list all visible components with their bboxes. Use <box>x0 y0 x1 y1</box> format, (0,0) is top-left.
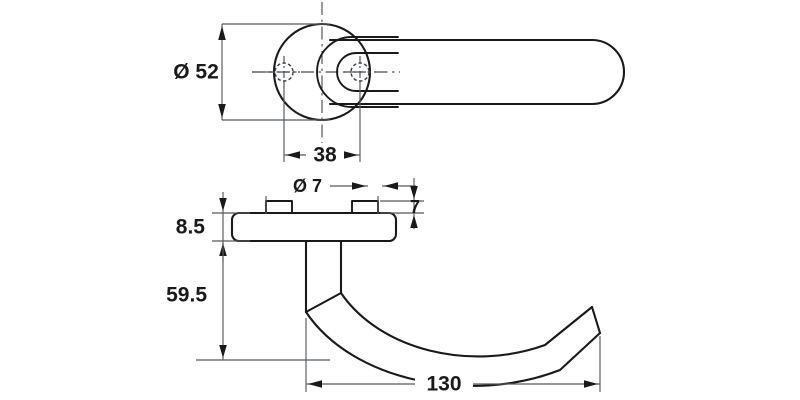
lever-end-cap <box>590 305 602 335</box>
lever-bar-outline <box>328 38 626 106</box>
dim-130-label-mask <box>415 371 473 397</box>
dim-d7-arrow-right <box>384 182 398 190</box>
dim-52-arrow-top <box>218 26 226 40</box>
rose-neck-collar-inner <box>336 52 399 92</box>
dim-595-arrow-bottom <box>219 345 227 358</box>
dim-7-arrow-top <box>410 186 418 199</box>
dim-d7-label: Ø 7 <box>293 176 322 196</box>
dim-595-label: 59.5 <box>166 284 207 307</box>
rose-neck-collar-outer <box>316 36 399 108</box>
lever-neck-chamfer <box>304 291 343 314</box>
rose-plate-side <box>230 211 398 243</box>
dim-85-label: 8.5 <box>176 216 206 239</box>
dim-52-label: Ø 52 <box>173 61 219 84</box>
dim-7-arrow-bottom <box>410 215 418 228</box>
dim-130-arrow-left <box>308 380 322 388</box>
lever-curve-upper <box>339 291 594 358</box>
dim-38-arrow-left <box>286 151 300 159</box>
dim-130-arrow-right <box>584 380 598 388</box>
dim-38-label: 38 <box>313 144 337 167</box>
dim-130-label: 130 <box>426 373 461 396</box>
dim-38-label-mask <box>306 143 344 167</box>
dim-7-label: 7 <box>410 197 420 217</box>
top-view-group: Ø 52 38 <box>173 2 626 167</box>
side-view-group: Ø 7 7 8.5 59.5 <box>166 176 602 397</box>
dim-52-arrow-bottom <box>218 104 226 118</box>
dim-38-arrow-right <box>344 151 358 159</box>
dim-d7-arrow-left <box>352 182 366 190</box>
dim-85-arrow-top <box>219 198 227 211</box>
